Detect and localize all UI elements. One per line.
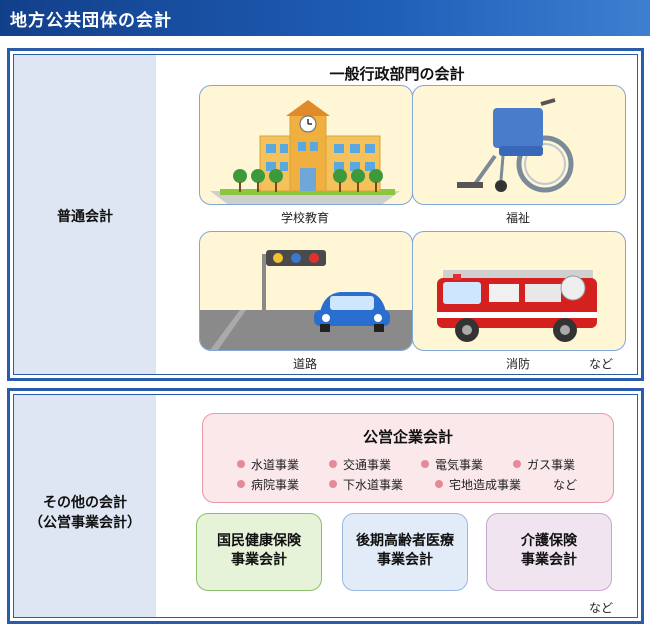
other-account-label-2: （公営事業会計） [14, 513, 156, 533]
elderly-text: 後期高齢者医療 事業会計 [343, 532, 467, 570]
card-school [199, 85, 413, 205]
bullet-icon [237, 480, 245, 488]
enterprise-item: 下水道事業 [329, 476, 403, 493]
general-account-section: 普通会計 一般行政部門の会計 [7, 48, 644, 381]
enterprise-item: 電気事業 [421, 456, 483, 473]
other-account-inner: その他の会計 （公営事業会計） 公営企業会計 水道事業 交通事業 電気事業 ガス… [13, 394, 638, 618]
card-road-caption: 道路 [199, 355, 411, 372]
general-account-label: 普通会計 [14, 207, 156, 227]
nhi-text: 国民健康保険 事業会計 [197, 532, 321, 570]
other-account-section: その他の会計 （公営事業会計） 公営企業会計 水道事業 交通事業 電気事業 ガス… [7, 388, 644, 624]
bullet-icon [329, 480, 337, 488]
enterprise-item: 水道事業 [237, 456, 299, 473]
elderly-box: 後期高齢者医療 事業会計 [342, 513, 468, 591]
enterprise-title: 公営企業会計 [203, 426, 613, 447]
bullet-icon [513, 460, 521, 468]
school-icon [200, 86, 412, 204]
enterprise-item: 病院事業 [237, 476, 299, 493]
card-road [199, 231, 413, 351]
wheelchair-icon [413, 86, 625, 204]
enterprise-item: ガス事業 [513, 456, 575, 473]
bullet-icon [237, 460, 245, 468]
bullet-icon [421, 460, 429, 468]
dept-title: 一般行政部門の会計 [157, 63, 637, 84]
card-school-caption: 学校教育 [199, 209, 411, 226]
card-fire [412, 231, 626, 351]
road-car-icon [200, 232, 412, 350]
general-account-inner: 普通会計 一般行政部門の会計 [13, 54, 638, 375]
header-bar: 地方公共団体の会計 [0, 0, 650, 36]
card-welfare [412, 85, 626, 205]
care-box: 介護保険 事業会計 [486, 513, 612, 591]
fire-truck-icon [413, 232, 625, 350]
general-etc: など [589, 355, 613, 372]
bullet-icon [435, 480, 443, 488]
other-account-label-1: その他の会計 [14, 493, 156, 513]
nhi-box: 国民健康保険 事業会計 [196, 513, 322, 591]
card-welfare-caption: 福祉 [412, 209, 624, 226]
bullet-icon [329, 460, 337, 468]
enterprise-item: 交通事業 [329, 456, 391, 473]
other-etc: など [589, 599, 613, 616]
enterprise-item: 宅地造成事業 [435, 476, 521, 493]
care-text: 介護保険 事業会計 [487, 532, 611, 570]
page-title: 地方公共団体の会計 [10, 6, 172, 31]
enterprise-etc: など [553, 476, 577, 493]
enterprise-box: 公営企業会計 水道事業 交通事業 電気事業 ガス事業 病院事業 下水道事業 宅地… [202, 413, 614, 503]
